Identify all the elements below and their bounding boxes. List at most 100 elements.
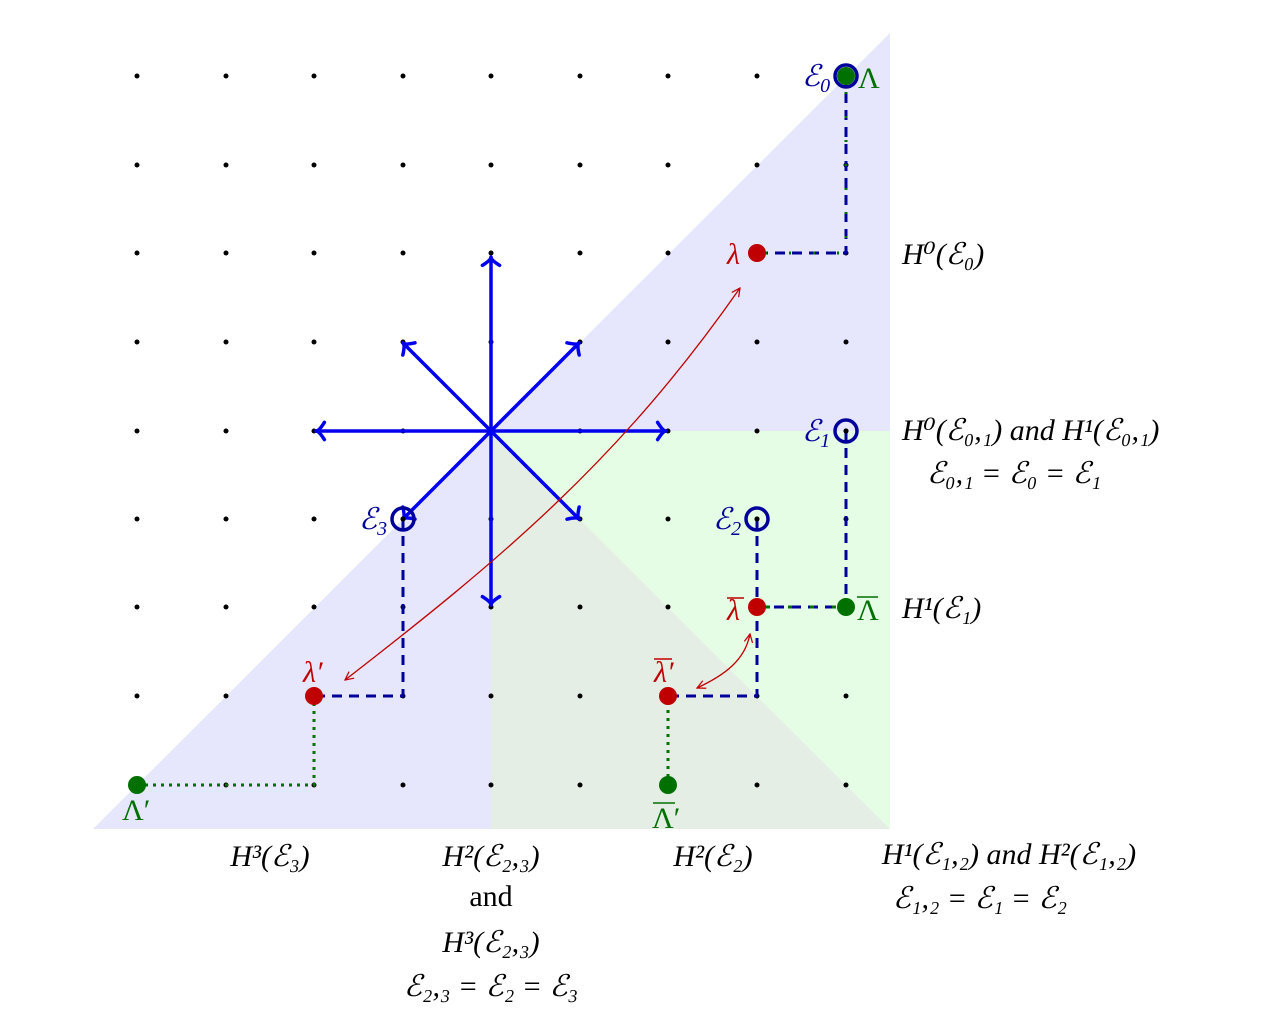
lattice-dot	[311, 339, 317, 345]
path-e2-lambdaprimebar	[668, 519, 759, 698]
reflection-arrow-large	[345, 288, 740, 680]
Lambdaprime-point	[128, 776, 146, 794]
lattice-dot	[400, 162, 406, 168]
lattice-dot	[223, 516, 229, 522]
lattice-dot	[223, 693, 229, 699]
arrowhead-icon	[480, 256, 502, 268]
lambdabar-point	[748, 598, 766, 616]
label-h2-e2: H²(ℰ₂)	[672, 840, 752, 873]
lattice-dot	[223, 428, 229, 434]
lattice-dot	[311, 250, 317, 256]
lattice-dot	[311, 604, 317, 610]
lattice-dot	[134, 339, 140, 345]
label-h01-line1: H⁰(ℰ₀,₁) and H¹(ℰ₀,₁)	[901, 414, 1159, 447]
lattice-dot	[577, 162, 583, 168]
lattice-dot	[134, 250, 140, 256]
lattice-dot	[665, 339, 671, 345]
Lambdabar-point	[837, 598, 855, 616]
lattice-dot	[577, 250, 583, 256]
E2-label: ℰ2	[713, 503, 741, 540]
E3-label: ℰ3	[359, 503, 387, 540]
E0-circle	[833, 63, 859, 89]
lattice-dot	[134, 693, 140, 699]
lattice-dot	[754, 339, 760, 345]
lattice-dot	[400, 782, 406, 788]
lattice-dot	[665, 604, 671, 610]
lattice-dot	[488, 73, 494, 79]
Lambdaprime-label: Λ′	[122, 794, 150, 827]
lattice-dot	[843, 782, 849, 788]
E1-label: ℰ1	[802, 415, 830, 452]
lattice-dot	[400, 250, 406, 256]
lattice-dot	[577, 693, 583, 699]
lambda-point	[748, 244, 766, 262]
lattice-dot	[754, 73, 760, 79]
label-h01-line2: ℰ₀,₁ = ℰ₀ = ℰ₁	[927, 457, 1101, 490]
lattice-dot	[134, 604, 140, 610]
green-paths	[137, 80, 848, 787]
lattice-dot	[577, 782, 583, 788]
lattice-dot	[134, 428, 140, 434]
lattice-dot	[577, 604, 583, 610]
E1-center	[843, 428, 849, 434]
lattice-dot	[223, 604, 229, 610]
label-h23-line4: ℰ₂,₃ = ℰ₂ = ℰ₃	[404, 970, 578, 1003]
Lambda-point	[837, 67, 855, 85]
label-h1-e1: H¹(ℰ₁)	[901, 592, 981, 625]
reflection-arrow-small	[697, 634, 750, 688]
points	[128, 63, 859, 794]
lattice-dot	[311, 73, 317, 79]
Lambdabar-label: Λ	[857, 594, 879, 627]
arrowhead-icon	[315, 420, 327, 442]
label-h3-e3: H³(ℰ₃)	[229, 840, 309, 873]
lambdaprime-point	[305, 687, 323, 705]
lattice-dot	[665, 162, 671, 168]
E3-center	[400, 516, 406, 522]
Lambdaprimebar-label: Λ′	[652, 802, 680, 835]
label-h23-line3: H³(ℰ₂,₃)	[441, 926, 539, 959]
path-e0-lambda	[757, 76, 848, 255]
lattice-dot	[843, 693, 849, 699]
label-h23-line1: H²(ℰ₂,₃)	[441, 840, 539, 873]
lattice-dot	[134, 73, 140, 79]
lambdabar-label: λ	[726, 594, 740, 627]
dotted-Lambdaprime-lambdaprime	[137, 696, 316, 787]
label-h12-line2: ℰ₁,₂ = ℰ₁ = ℰ₂	[893, 882, 1067, 915]
lattice-dot	[223, 162, 229, 168]
lattice-dot	[488, 162, 494, 168]
E1-circle	[833, 418, 859, 444]
label-h0-e0: H⁰(ℰ₀)	[901, 238, 984, 271]
label-h12-line1: H¹(ℰ₁,₂) and H²(ℰ₁,₂)	[881, 838, 1136, 871]
lattice-dot	[665, 516, 671, 522]
lattice-dot	[488, 250, 494, 256]
E2-center	[754, 516, 760, 522]
lattice-dot	[843, 339, 849, 345]
E2-circle	[744, 506, 770, 532]
lattice-dot	[754, 162, 760, 168]
lattice-dot	[488, 693, 494, 699]
Lambda-label: Λ	[858, 62, 880, 95]
E3-circle	[390, 506, 416, 532]
lattice-dot	[223, 73, 229, 79]
E0-label: ℰ0	[802, 60, 830, 97]
lattice-dot	[665, 250, 671, 256]
lattice-dot	[488, 782, 494, 788]
lambda-label: λ	[726, 238, 740, 271]
lambdaprime-label: λ′	[302, 656, 323, 689]
root-arrow	[401, 341, 493, 433]
lambdaprimebar-label: λ′	[653, 656, 674, 689]
label-h23-line2: and	[469, 880, 512, 913]
Lambdaprimebar-point	[659, 776, 677, 794]
lambdaprimebar-point	[659, 687, 677, 705]
lattice-dot	[223, 250, 229, 256]
lattice-dot	[311, 516, 317, 522]
lattice-dot	[577, 73, 583, 79]
lattice-dot	[754, 782, 760, 788]
lattice-dot	[665, 73, 671, 79]
lattice-dot	[134, 516, 140, 522]
lattice-dot	[134, 162, 140, 168]
lattice-dot	[400, 73, 406, 79]
lattice-dot	[223, 339, 229, 345]
lattice-dot	[311, 162, 317, 168]
